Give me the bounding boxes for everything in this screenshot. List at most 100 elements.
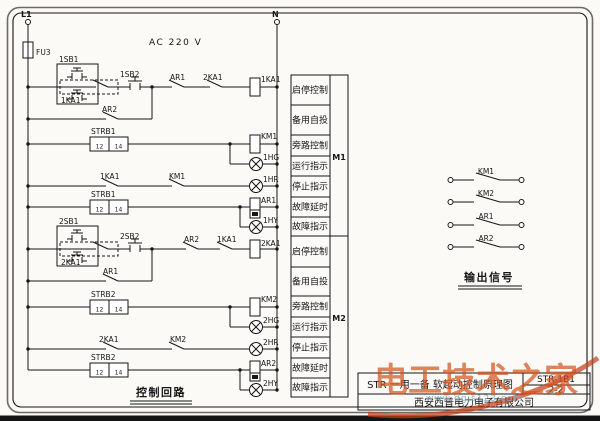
strb-term-12: 12 — [96, 207, 104, 214]
m1-group-label: M1 — [332, 153, 346, 162]
output-signals: KM1 KM2 AR1 AR2 输出信号 — [447, 167, 525, 290]
m2-sb2-label: 2SB2 — [120, 232, 140, 241]
m2-auto-label: AR1 — [103, 267, 118, 276]
l1-terminal — [25, 19, 31, 25]
m1-fault-relay-icon — [249, 197, 261, 219]
m2-stop-start-block — [56, 225, 99, 267]
m1-strb2-label: STRB1 — [91, 190, 116, 199]
sheet-number: 2-2 — [549, 386, 564, 396]
m2-bypass-label: KM2 — [261, 295, 277, 304]
m2-stop-lamp-label: 2HR — [263, 338, 279, 347]
m2-interlock-label: 1KA1 — [217, 235, 237, 244]
m1-row-stop-ind: 停止指示 — [292, 181, 328, 193]
rung-m1-bypass: 12 14 STRB1 KM1 — [28, 127, 277, 164]
rung-m1-stop-lamp: 1KA1 KM1 1HR — [28, 172, 279, 193]
m1-hold-dashed-box — [59, 79, 119, 95]
m2-fault-lamp-label: 2HY — [263, 379, 278, 388]
output-km2-label: KM2 — [478, 189, 494, 198]
m1-hold-contact-icon — [89, 79, 117, 88]
m1-run-lamp-label: 1HG — [263, 153, 279, 162]
m1-row-bypass: 旁路控制 — [292, 140, 328, 152]
function-table-m2: 启停控制 备用自投 旁路控制 运行指示 停止指示 故障延时 故障指示 M2 — [290, 235, 349, 398]
m1-bypass-coil-icon — [249, 134, 261, 154]
rung-m2-start-stop: 2SB1 2KA1 2SB2 AR2 1KA1 2KA1 — [28, 217, 281, 267]
m2-row-stop-ind: 停止指示 — [292, 342, 328, 354]
watermark: 电工技术之家 www.dgjs123.com — [367, 355, 600, 419]
m1-run-lamp-icon — [249, 157, 263, 171]
m1-row-standby-auto: 备用自投 — [292, 114, 328, 126]
rung-m1-auto-start: AR2 — [28, 87, 153, 120]
junction-dots — [26, 85, 279, 392]
m2-coil-label: 2KA1 — [261, 239, 281, 248]
m2-group-label: M2 — [332, 314, 346, 323]
m2-fault-relay-label: AR2 — [261, 359, 276, 368]
m1-stop-lamp-icon — [249, 179, 263, 193]
m1-hold-label: 1KA1 — [61, 96, 81, 105]
m2-row-fault-delay: 故障延时 — [292, 362, 328, 374]
m1-sb1-label: 1SB1 — [59, 55, 79, 64]
strb-term-14: 14 — [115, 144, 123, 151]
strb-term-14: 14 — [115, 307, 123, 314]
m2-stop-button-icon — [66, 229, 88, 242]
m1-relay-coil-icon — [249, 77, 261, 97]
m2-lockout-label: AR2 — [184, 235, 199, 244]
m2-fault-lamp-icon — [249, 383, 263, 397]
m1-strb-label: STRB1 — [91, 127, 116, 136]
drawing-title: STR 一用一备 软起动控制原理图 — [367, 378, 513, 391]
rung-m2-auto-start: AR1 — [28, 249, 153, 282]
strb-term-12: 12 — [96, 370, 104, 377]
m2-stop-c1-label: 2KA1 — [99, 335, 119, 344]
m1-row-fault-delay: 故障延时 — [292, 201, 328, 213]
m2-run-lamp-label: 2HG — [263, 316, 279, 325]
l1-label: L1 — [21, 10, 32, 19]
rung-m1-run-lamp: 1HG — [230, 153, 279, 171]
n-label: N — [272, 10, 279, 19]
m1-stop-lamp-label: 1HR — [263, 175, 279, 184]
output-ar2-label: AR2 — [478, 234, 493, 243]
m2-hold-label: 2KA1 — [61, 258, 81, 267]
strb-term-12: 12 — [96, 307, 104, 314]
rung-m1-fault-delay: 12 14 STRB1 AR1 — [28, 190, 277, 227]
function-table-m1: 启停控制 备用自投 旁路控制 运行指示 停止指示 故障延时 故障指示 M1 — [290, 74, 349, 237]
m2-row-bypass: 旁路控制 — [292, 301, 328, 313]
m2-row-standby-auto: 备用自投 — [292, 276, 328, 288]
rung-m2-fault-lamp: 2HY — [240, 379, 278, 397]
m2-row-run-ind: 运行指示 — [292, 321, 328, 333]
m1-fault-lamp-label: 1HY — [263, 216, 278, 225]
supply-voltage-label: AC 220 V — [149, 38, 202, 48]
m2-row-start-stop: 启停控制 — [292, 246, 328, 258]
m2-bypass-coil-icon — [249, 297, 261, 317]
m1-auto-label: AR2 — [102, 105, 117, 114]
m1-fault-relay-label: AR1 — [261, 196, 276, 205]
m2-stop-lamp-icon — [249, 342, 263, 356]
fuse-label: FU3 — [36, 48, 51, 57]
watermark-text: 电工技术之家 — [374, 361, 578, 401]
m1-bypass-label: KM1 — [261, 132, 277, 141]
supply-rails: L1 FU3 N AC 220 V — [21, 10, 280, 390]
strb-term-12: 12 — [96, 144, 104, 151]
n-terminal — [274, 19, 280, 25]
m1-lockout-label: AR1 — [170, 73, 185, 82]
m1-stop-button-icon — [66, 67, 88, 80]
watermark-swoosh — [367, 355, 600, 419]
m1-stop-c1-label: 1KA1 — [100, 172, 120, 181]
control-circuit-caption: 控制回路 — [130, 385, 192, 405]
m1-row-run-ind: 运行指示 — [292, 160, 328, 172]
m2-hold-dashed-box — [59, 241, 119, 257]
output-signals-title: 输出信号 — [464, 270, 514, 284]
m1-fault-lamp-icon — [249, 220, 263, 234]
drawing-frame — [0, 6, 600, 421]
m2-strb-label: STRB2 — [91, 290, 116, 299]
rung-m2-bypass: 12 14 STRB2 KM2 — [28, 290, 277, 327]
m1-row-start-stop: 启停控制 — [292, 84, 328, 96]
m2-strb2-label: STRB2 — [91, 353, 116, 362]
rung-m2-stop-lamp: 2KA1 KM2 2HR — [28, 335, 279, 356]
m2-stop-c2-label: KM2 — [170, 335, 186, 344]
output-ar1-label: AR1 — [478, 212, 493, 221]
m2-sb1-label: 2SB1 — [59, 217, 79, 226]
m2-fault-relay-icon — [249, 360, 261, 382]
m2-row-fault-ind: 故障指示 — [292, 382, 328, 394]
rung-m2-run-lamp: 2HG — [230, 316, 279, 334]
m1-interlock-label: 2KA1 — [203, 73, 223, 82]
